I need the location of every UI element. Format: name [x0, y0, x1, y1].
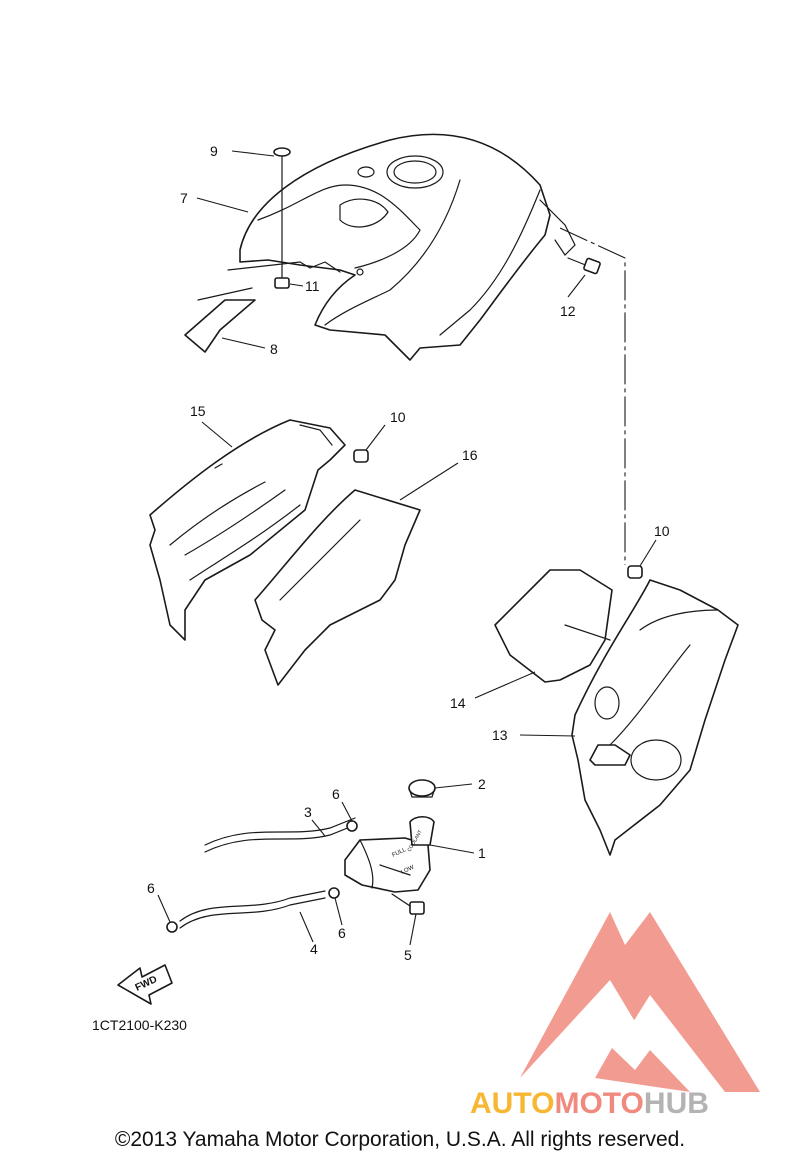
hose-part-4 [179, 890, 326, 922]
grommet-part-10-right [627, 565, 643, 579]
full-label: FULL [391, 847, 407, 859]
callout-16: 16 [462, 447, 478, 463]
bolt-part-5 [409, 901, 425, 915]
side-decal-part-14 [494, 569, 613, 683]
cap-part-2 [408, 779, 436, 797]
callout-12: 12 [560, 303, 576, 319]
drawing-code: 1CT2100-K230 [92, 1017, 187, 1033]
callout-6c: 6 [147, 880, 155, 896]
callout-14: 14 [450, 695, 466, 711]
clamp-part-6c [166, 921, 178, 933]
grommet-part-10-left [353, 449, 369, 463]
clamp-part-6b [328, 887, 340, 899]
alignment-line [559, 227, 626, 565]
watermark-hub: HUB [644, 1087, 709, 1120]
callout-2: 2 [478, 776, 486, 792]
callout-6b: 6 [338, 925, 346, 941]
nut-part-11 [274, 277, 290, 289]
coolant-reservoir-part-1: FULL LOW COOLANT [344, 815, 435, 893]
fwd-arrow-icon: FWD [117, 964, 173, 1005]
callout-numbers: 9 7 8 11 12 15 10 16 10 14 13 2 3 6 1 6 … [147, 143, 670, 963]
callout-5: 5 [404, 947, 412, 963]
side-cover-part-13 [571, 579, 739, 856]
callout-13: 13 [492, 727, 508, 743]
callout-3: 3 [304, 804, 312, 820]
callout-4: 4 [310, 941, 318, 957]
callout-9: 9 [210, 143, 218, 159]
watermark-moto: MOTO [554, 1087, 643, 1120]
side-decal-part-16 [254, 489, 421, 686]
callout-1: 1 [478, 845, 486, 861]
callout-8: 8 [270, 341, 278, 357]
callout-11: 11 [305, 278, 320, 294]
side-cover-part-15 [149, 419, 346, 641]
automotohub-logo-icon [520, 912, 760, 1092]
leader-lines [157, 150, 657, 946]
decal-part-8 [184, 299, 256, 353]
screw-part-9 [273, 147, 291, 289]
watermark-auto: AUTO [470, 1087, 554, 1120]
callout-15: 15 [190, 403, 206, 419]
hose-part-3 [204, 824, 356, 853]
callout-6a: 6 [332, 786, 340, 802]
bolt-part-12 [567, 257, 601, 275]
clamp-part-6a [346, 820, 358, 832]
callout-10-right: 10 [654, 523, 670, 539]
callout-7: 7 [180, 190, 188, 206]
tank-cover-part-7 [227, 133, 576, 361]
low-label: LOW [400, 864, 415, 875]
watermark-text: AUTOMOTOHUB [470, 1087, 709, 1120]
copyright-notice: ©2013 Yamaha Motor Corporation, U.S.A. A… [114, 1128, 686, 1151]
callout-10-left: 10 [390, 409, 406, 425]
